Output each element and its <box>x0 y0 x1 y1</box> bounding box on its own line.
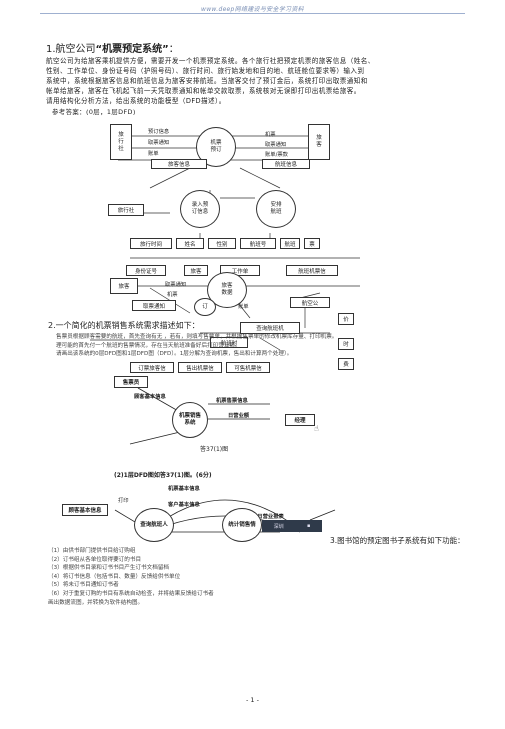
passenger-entity: 旅 客 <box>308 124 330 160</box>
question-1-line: 性别、工作单位、身份证号码（护照号码）、旅行时间、旅行始发地和目的地、航班舱位要… <box>46 67 365 75</box>
watermark-glyph: ▪ <box>306 523 311 529</box>
seller-entity: 售票员 <box>114 376 148 388</box>
flow-ticket-notice-right: 取票通知 <box>265 142 287 148</box>
entity-label: 旅 行 社 <box>118 131 124 152</box>
arrange-flight-process: 安排 航班 <box>256 190 296 228</box>
flight-times-store: 航班时 <box>210 337 248 348</box>
process-label: 录入预 订信息 <box>191 202 209 215</box>
question-2-line: 售票员根据顾客需要的航班，首先查询有无 ，若有，则填写售票单，并根据售票单的修改… <box>56 334 338 340</box>
header-divider <box>40 13 465 14</box>
tail-field: 可售机票信 <box>226 362 270 373</box>
question-3-title: 3.图书馆的预定图书子系统有如下功能： <box>330 536 465 545</box>
flow-ticket-base: 机票基本信息 <box>168 486 200 492</box>
question-2-line: 理可能的首先付一个航班的售票情况，存在当天航班准备好后打印营业额。 <box>56 342 241 349</box>
travel-agency-entity: 旅 行 社 <box>110 124 132 160</box>
question-2-line: 请画出该系统的0层DFD图和1层DFD图（DFD）。1层分解为查询机票，售出和计… <box>56 351 293 358</box>
customer-info-store: 顾客基本信息 <box>62 504 108 516</box>
time-box: 时 <box>338 338 354 350</box>
flow-flight-info: 航班信息 <box>262 159 310 169</box>
list-item: （2）订书组从各单位取得要订的书目 <box>48 556 142 563</box>
flow-print: 打印 <box>118 498 129 504</box>
order-process: 订 <box>194 298 216 316</box>
print-flight-store: 航班机票信 <box>286 265 338 276</box>
figure-2-title: (2)1层DFD图如答37(1)图。(6分) <box>114 472 212 479</box>
flow-cust-base: 客户基本信息 <box>168 502 200 508</box>
process-label: 安排 航班 <box>270 202 282 215</box>
question-1-colon: ： <box>168 44 179 55</box>
question-1-body: 航空公司为给旅客乘机提供方便，需要开发一个机票预定系统。各个旅行社把预定机票的旅… <box>46 56 466 106</box>
list-item: 画出数据流图，并转换为软件结构图。 <box>48 599 144 606</box>
sales-stats-process: 统计销售情 <box>222 508 262 542</box>
price-box: 价 <box>338 313 354 325</box>
list-item: （6）对于重复订购的书目有系统自动检查，并将结果反馈给订书者 <box>48 590 214 597</box>
flow-ticket-notice-3: 取票通知 <box>132 300 176 311</box>
question-2-body: 售票员根据顾客需要的航班，首先查询有无 ，若有，则填写售票单，并根据售票单的修改… <box>56 333 346 359</box>
list-item: （1）由供书部门提供书目给订购组 <box>48 548 136 554</box>
store-field: 旅行时间 <box>130 238 172 249</box>
tail-field: 售出机票信 <box>178 362 222 373</box>
store-field: 航班号 <box>240 238 276 249</box>
query-flight-process: 查询航班人 <box>134 508 174 542</box>
flow-notice-2: 取票通知 <box>165 282 187 288</box>
cost-box: 费 <box>338 358 354 370</box>
figure-37-connectors <box>129 387 270 445</box>
answer-label: 参考答案：(0层，1层DFD) <box>52 108 136 116</box>
flow-daily-report: 每日营业报表 <box>252 514 284 520</box>
ticket-sales-system: 机票销售 系统 <box>172 402 208 438</box>
flow-customer-req: 顾客基本信息 <box>134 394 166 400</box>
flow-ticket: 机票 <box>265 132 276 138</box>
airline-entity: 航空公 <box>290 297 330 308</box>
flow-sale-info: 机票售票信息 <box>216 398 248 404</box>
store-field: 航班 <box>280 238 300 249</box>
list-item: （4）将订书信息（包括书目、数量）反馈给供书单位 <box>48 573 181 580</box>
travel-agency-entity-2: 旅行社 <box>108 204 144 216</box>
flow-fee: 账单 <box>238 304 249 310</box>
store-fields-row: 旅行时间 姓名 性别 航班号 航班 票 <box>130 238 320 249</box>
watermark-bar: 深圳 ▪ <box>262 520 322 532</box>
question-1-line: 帐单给旅客，旅客在飞机起飞前一天凭取票通知和帐单交款取票，系统核对无误即打印出机… <box>46 87 361 95</box>
question-3-list: （1）由供书部门提供书目给订购组 （2）订书组从各单位取得要订的书目 （3）根据… <box>48 547 378 607</box>
flow-ticket-notice: 取票通知 <box>148 140 170 146</box>
page-number: - 1 - <box>246 696 259 704</box>
list-item: （5）将未订书目通知订书者 <box>48 582 119 589</box>
passenger-entity-bottom: 旅客 <box>110 278 138 294</box>
flow-ticket-2: 机票 <box>167 292 178 298</box>
question-1-line: 系统中，系统根据旅客信息和航班信息为旅客安排航班。当旅客交付了预订金后，系统打印… <box>46 77 368 85</box>
flow-daily: 日营业额 <box>228 413 250 419</box>
store-field: 姓名 <box>176 238 204 249</box>
tail-fields-row: 订票旅客信 售出机票信 可售机票信 <box>130 362 270 373</box>
process-label: 机票 预订 <box>210 140 222 153</box>
question-2-title: 2.一个简化的机票销售系统需求描述如下： <box>48 321 200 330</box>
page-header: www.deep网络建设与安全学习资料 <box>201 6 304 13</box>
flow-bill: 账单 <box>148 151 159 157</box>
entity-label: 旅 客 <box>316 135 322 148</box>
store-field: 票 <box>304 238 320 249</box>
enter-booking-process: 录入预 订信息 <box>180 190 220 228</box>
flow-id-number: 身份证号 <box>126 265 166 276</box>
flow-passenger-info: 旅客信息 <box>151 159 207 169</box>
question-1-title: 1.航空公司“机票预定系统”： <box>46 40 179 55</box>
process-label: 旅客 数据 <box>221 283 233 296</box>
flow-booking-info: 预订信息 <box>148 129 170 135</box>
question-1-bold-title: “机票预定系统” <box>95 44 169 55</box>
question-1-line: 请用结构化分析方法，给出系统的功能模型（DFD描述）。 <box>46 97 226 105</box>
question-1-number: 1.航空公司 <box>46 44 96 55</box>
cursor-icon: ☝ <box>314 424 319 433</box>
passenger-data-process: 旅客 数据 <box>207 272 247 308</box>
watermark-text: 深圳 <box>273 523 284 530</box>
check-flight-store: 查询航班机 <box>240 322 300 334</box>
list-item: （3）根据供书目录和订书书目产生订书文档留档 <box>48 565 170 572</box>
question-1-line: 航空公司为给旅客乘机提供方便，需要开发一个机票预定系统。各个旅行社把预定机票的旅… <box>46 57 375 65</box>
process-label: 机票销售 系统 <box>178 413 201 426</box>
figure-1-caption: 答37(1)图 <box>200 446 229 453</box>
flow-bill-right: 账单/票款 <box>265 152 288 158</box>
store-field: 性别 <box>208 238 236 249</box>
passenger-store: 旅客 <box>184 265 208 276</box>
tail-field: 订票旅客信 <box>130 362 174 373</box>
manager-entity: 经理 <box>285 414 315 426</box>
